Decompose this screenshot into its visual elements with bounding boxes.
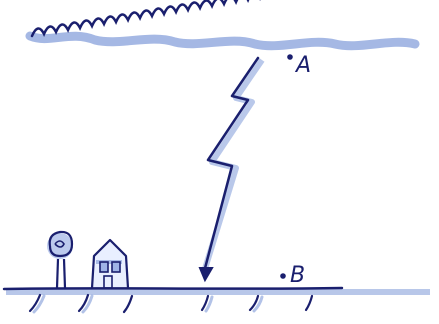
cloud-shading (25, 31, 420, 51)
arrow-head (198, 267, 214, 283)
cloud-outline (30, 0, 261, 38)
point-a-dot (287, 54, 293, 60)
ground-line (2, 286, 344, 291)
lightning-shading (201, 58, 265, 273)
ground-hatching-shade (32, 294, 264, 314)
point-b-label: B (290, 263, 305, 288)
tree-icon (47, 230, 74, 289)
lightning-bolt (202, 56, 260, 274)
ground-hatching (28, 293, 314, 314)
house-icon (90, 238, 130, 289)
point-a-label: A (294, 53, 311, 78)
point-b-dot (280, 273, 286, 279)
